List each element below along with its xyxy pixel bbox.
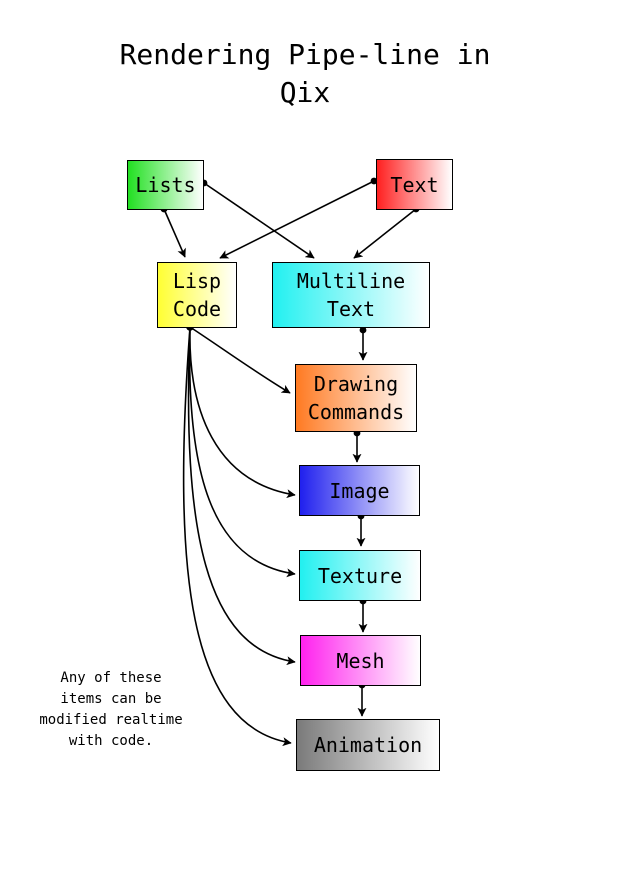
- node-multiline-text: Multiline Text: [272, 262, 430, 328]
- arrow-lisp-to-animation: [182, 326, 292, 747]
- node-text: Text: [376, 159, 453, 210]
- node-image: Image: [299, 465, 420, 516]
- port-dot: [370, 177, 378, 185]
- arrow-lisp-to-drawing: [189, 326, 291, 394]
- arrow-lisp-to-image: [189, 326, 296, 499]
- node-lisp-code: Lisp Code: [157, 262, 237, 328]
- node-lists: Lists: [127, 160, 204, 210]
- node-texture: Texture: [299, 550, 421, 601]
- diagram-title: Rendering Pipe-line in Qix: [119, 38, 491, 109]
- arrow-lisp-to-texture: [188, 326, 296, 578]
- arrow-lists-to-multiline: [203, 182, 315, 259]
- node-mesh: Mesh: [300, 635, 421, 686]
- arrow-lisp-to-mesh: [187, 326, 296, 666]
- port-dot: [359, 326, 367, 334]
- arrow-lists-to-lisp: [163, 208, 186, 258]
- node-drawing-commands: Drawing Commands: [295, 364, 417, 432]
- arrow-text-to-multiline: [353, 208, 417, 259]
- annotation-note: Any of these items can be modified realt…: [39, 670, 183, 749]
- arrow-text-to-lisp: [219, 180, 375, 259]
- node-animation: Animation: [296, 719, 440, 771]
